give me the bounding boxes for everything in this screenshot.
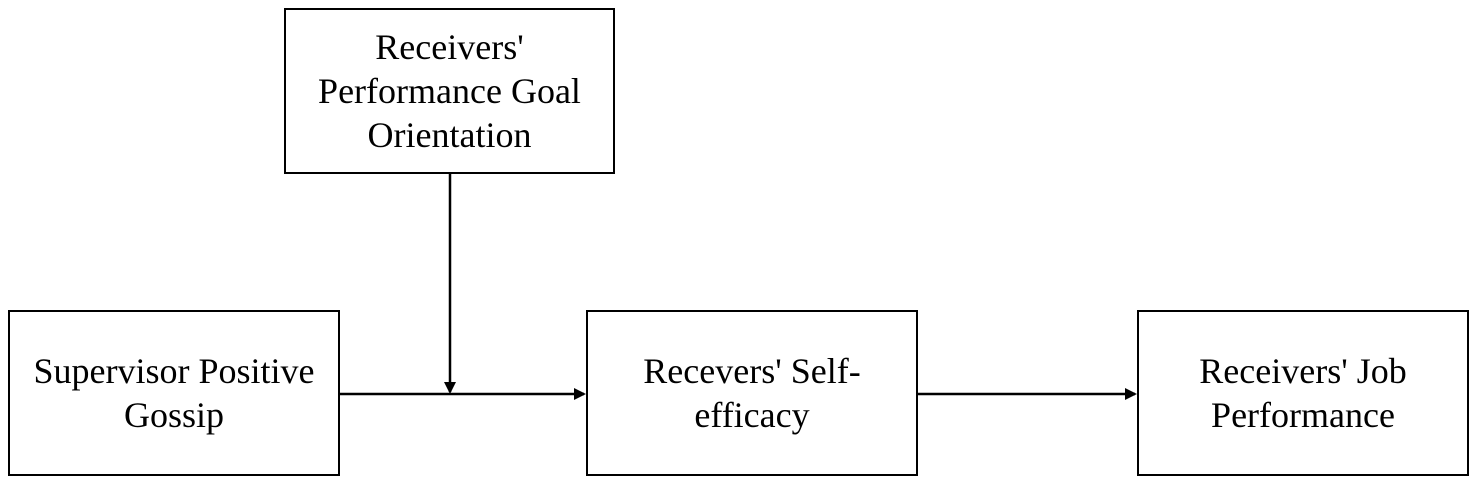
moderator-label-line-3: Orientation (367, 115, 532, 155)
gossip-box: Supervisor Positive Gossip (8, 310, 340, 476)
self-efficacy-box: Recevers' Self- efficacy (586, 310, 918, 476)
job-performance-label-line-2: Performance (1211, 395, 1395, 435)
self-efficacy-label-line-2: efficacy (694, 395, 810, 435)
job-performance-box: Receivers' Job Performance (1137, 310, 1469, 476)
moderator-box: Receivers' Performance Goal Orientation (284, 8, 615, 174)
gossip-label-line-1: Supervisor Positive (33, 351, 315, 391)
moderator-label-line-2: Performance Goal (318, 71, 581, 111)
gossip-label-line-2: Gossip (123, 395, 225, 435)
moderator-label-line-1: Receivers' (375, 27, 524, 67)
self-efficacy-label-line-1: Recevers' Self- (643, 351, 861, 391)
job-performance-label-line-1: Receivers' Job (1199, 351, 1407, 391)
